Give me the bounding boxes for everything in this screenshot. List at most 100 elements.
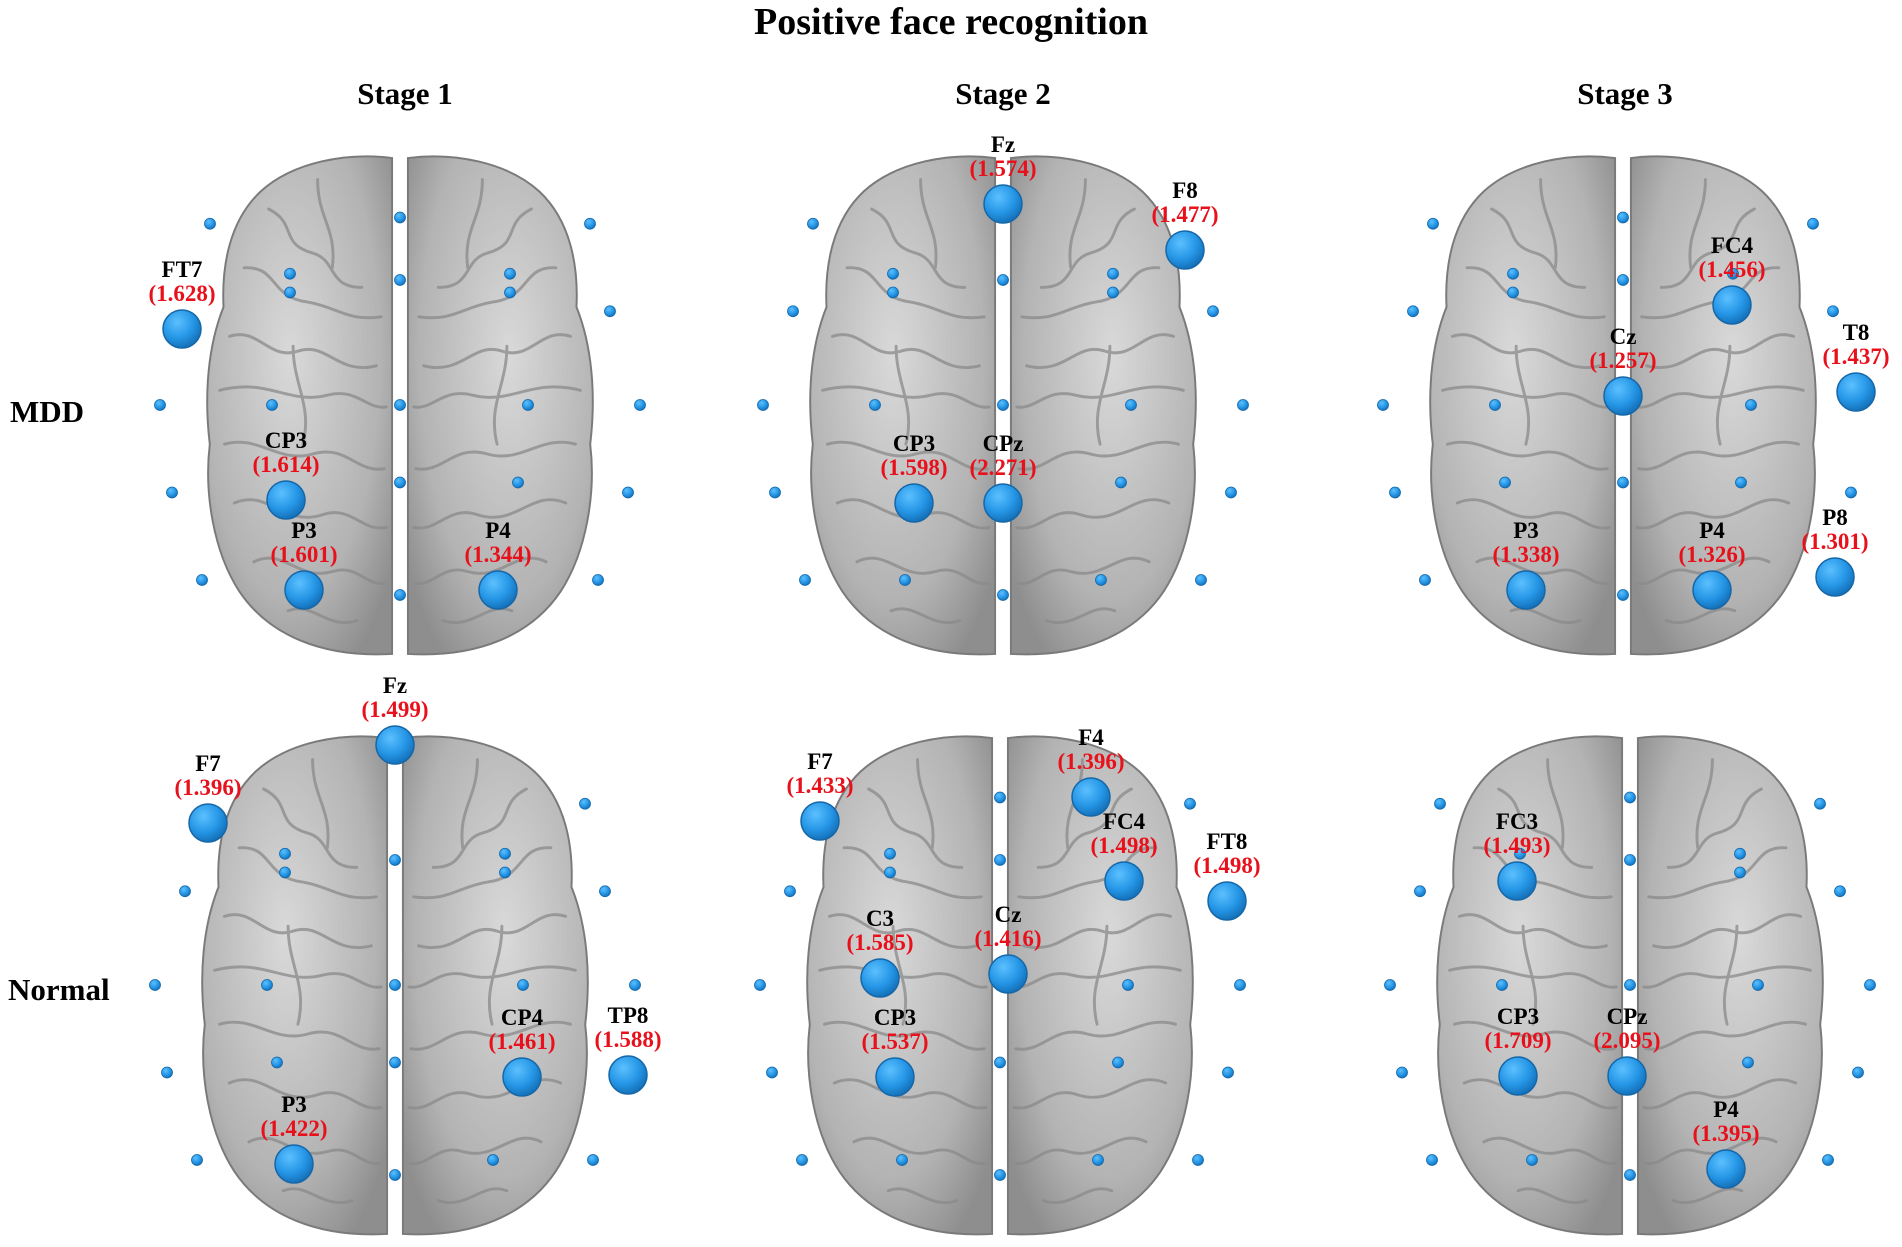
electrode-dot-ft7 — [784, 885, 796, 898]
electrode-marker — [1712, 285, 1752, 325]
electrode-name: P3 — [291, 518, 317, 543]
electrode-dot-f3 — [887, 267, 899, 280]
electrode-dot-p8 — [1822, 1154, 1834, 1166]
electrode-weight: (1.585) — [846, 930, 913, 955]
electrode-dot-tp8 — [1222, 1066, 1234, 1079]
electrode-name: CP3 — [874, 1005, 916, 1030]
electrode-weight: (1.537) — [861, 1029, 928, 1054]
electrode-weight: (1.498) — [1090, 833, 1157, 858]
electrode-weight: (1.326) — [1678, 542, 1745, 567]
electrode-name: P3 — [281, 1092, 307, 1117]
highlighted-electrode-f7: F7(1.433) — [786, 749, 854, 841]
electrode-dot-cz — [997, 399, 1009, 411]
electrode-dot-t7 — [1377, 399, 1389, 411]
electrode-dot-f3 — [279, 847, 291, 860]
electrode-dot-f3 — [884, 847, 896, 860]
highlighted-electrode-p4: P4(1.395) — [1692, 1097, 1760, 1189]
electrode-dot-ft8 — [604, 305, 616, 318]
electrode-dot-fz — [1617, 211, 1629, 224]
highlighted-electrode-f7: F7(1.396) — [174, 751, 242, 843]
electrode-name: CP3 — [265, 428, 307, 453]
electrode-dot-f8 — [1814, 797, 1826, 810]
electrode-dot-f3 — [1514, 847, 1526, 860]
electrode-dot-fc3 — [279, 866, 291, 879]
electrode-dot-tp7 — [1396, 1066, 1408, 1079]
electrode-weight: (1.344) — [464, 542, 531, 567]
highlighted-electrode-cp4: CP4(1.461) — [488, 1005, 556, 1097]
electrode-marker — [1498, 1056, 1538, 1096]
highlighted-electrode-p4: P4(1.326) — [1678, 518, 1746, 610]
electrode-weight: (1.433) — [786, 773, 853, 798]
electrode-dot-f4 — [499, 847, 511, 860]
electrode-dot-f4 — [1727, 267, 1739, 280]
electrode-weight: (1.456) — [1698, 257, 1765, 282]
highlighted-electrode-f4: F4(1.396) — [1057, 725, 1125, 817]
electrode-dot-c3 — [869, 399, 881, 411]
electrode-marker — [284, 570, 324, 610]
electrode-marker — [875, 1057, 915, 1097]
electrode-name: CPz — [1607, 1004, 1648, 1029]
electrode-dot-tp7 — [166, 486, 178, 499]
electrode-dot-p3 — [899, 574, 911, 586]
highlighted-electrode-tp8: TP8(1.588) — [594, 1003, 662, 1095]
row-labels: MDD Normal — [8, 394, 110, 1007]
electrode-dot-tp8 — [1852, 1066, 1864, 1079]
electrode-dot-fc3 — [284, 286, 296, 299]
electrode-dot-p4 — [487, 1154, 499, 1166]
electrode-dot-cp4 — [1112, 1056, 1124, 1069]
electrode-dot-f8 — [579, 797, 591, 810]
electrode-dot-ft7 — [179, 885, 191, 898]
electrode-dot-fc4 — [1734, 866, 1746, 879]
electrode-dot-t7 — [757, 399, 769, 411]
electrode-dot-cp4 — [1742, 1056, 1754, 1069]
electrode-name: CP3 — [1497, 1004, 1539, 1029]
electrode-marker — [983, 483, 1023, 523]
electrode-dot-p7 — [1426, 1154, 1438, 1166]
electrode-dot-p3 — [896, 1154, 908, 1166]
electrode-name: CP3 — [893, 431, 935, 456]
electrode-name: P4 — [485, 518, 511, 543]
electrode-dot-f3 — [1507, 267, 1519, 280]
electrode-dot-fcz — [1617, 274, 1629, 286]
electrode-weight: (1.499) — [361, 697, 428, 722]
electrode-name: FC4 — [1103, 809, 1146, 834]
electrode-dot-p4 — [1092, 1154, 1104, 1166]
electrode-dot-cz — [389, 979, 401, 991]
electrode-dot-ft8 — [599, 885, 611, 898]
electrode-dot-tp8 — [1845, 486, 1857, 499]
electrode-marker — [1603, 376, 1643, 416]
electrode-dot-fz — [394, 211, 406, 224]
panel-mdd-stage-1: FT7(1.628)CP3(1.614)P3(1.601)P4(1.344) — [148, 154, 646, 656]
electrode-dot-pz — [994, 1169, 1006, 1181]
electrode-weight: (1.574) — [969, 156, 1036, 181]
electrode-weight: (1.338) — [1492, 542, 1559, 567]
electrode-marker — [266, 480, 306, 520]
electrode-dot-f7 — [204, 217, 216, 230]
electrode-dot-tp7 — [769, 486, 781, 499]
electrode-name: C3 — [866, 906, 894, 931]
highlighted-electrode-p3: P3(1.601) — [270, 518, 338, 610]
electrode-weight: (1.396) — [1057, 749, 1124, 774]
electrode-weight: (2.095) — [1593, 1028, 1660, 1053]
electrode-weight: (1.614) — [252, 452, 319, 477]
electrode-dot-ft7 — [787, 305, 799, 318]
electrode-dot-fc4 — [1107, 286, 1119, 299]
highlighted-electrode-fc3: FC3(1.493) — [1483, 809, 1551, 901]
electrode-marker — [502, 1057, 542, 1097]
electrode-dot-t7 — [1384, 979, 1396, 991]
electrode-dot-p8 — [592, 574, 604, 586]
electrode-dot-c3 — [1489, 399, 1501, 411]
electrode-marker — [988, 954, 1028, 994]
highlighted-electrode-ft8: FT8(1.498) — [1193, 829, 1261, 921]
highlighted-electrode-cp3: CP3(1.709) — [1484, 1004, 1552, 1096]
electrode-name: Cz — [995, 902, 1022, 927]
highlighted-electrode-c3: C3(1.585) — [846, 906, 914, 998]
highlighted-electrode-fc4: FC4(1.498) — [1090, 809, 1158, 901]
highlighted-electrode-fz: Fz(1.499) — [361, 673, 429, 765]
electrode-name: F8 — [1172, 178, 1198, 203]
electrode-dot-cz — [394, 399, 406, 411]
row-label-normal: Normal — [8, 972, 110, 1007]
electrode-name: FC3 — [1496, 809, 1538, 834]
highlighted-electrode-cp3: CP3(1.614) — [252, 428, 320, 520]
electrode-dot-p7 — [196, 574, 208, 586]
